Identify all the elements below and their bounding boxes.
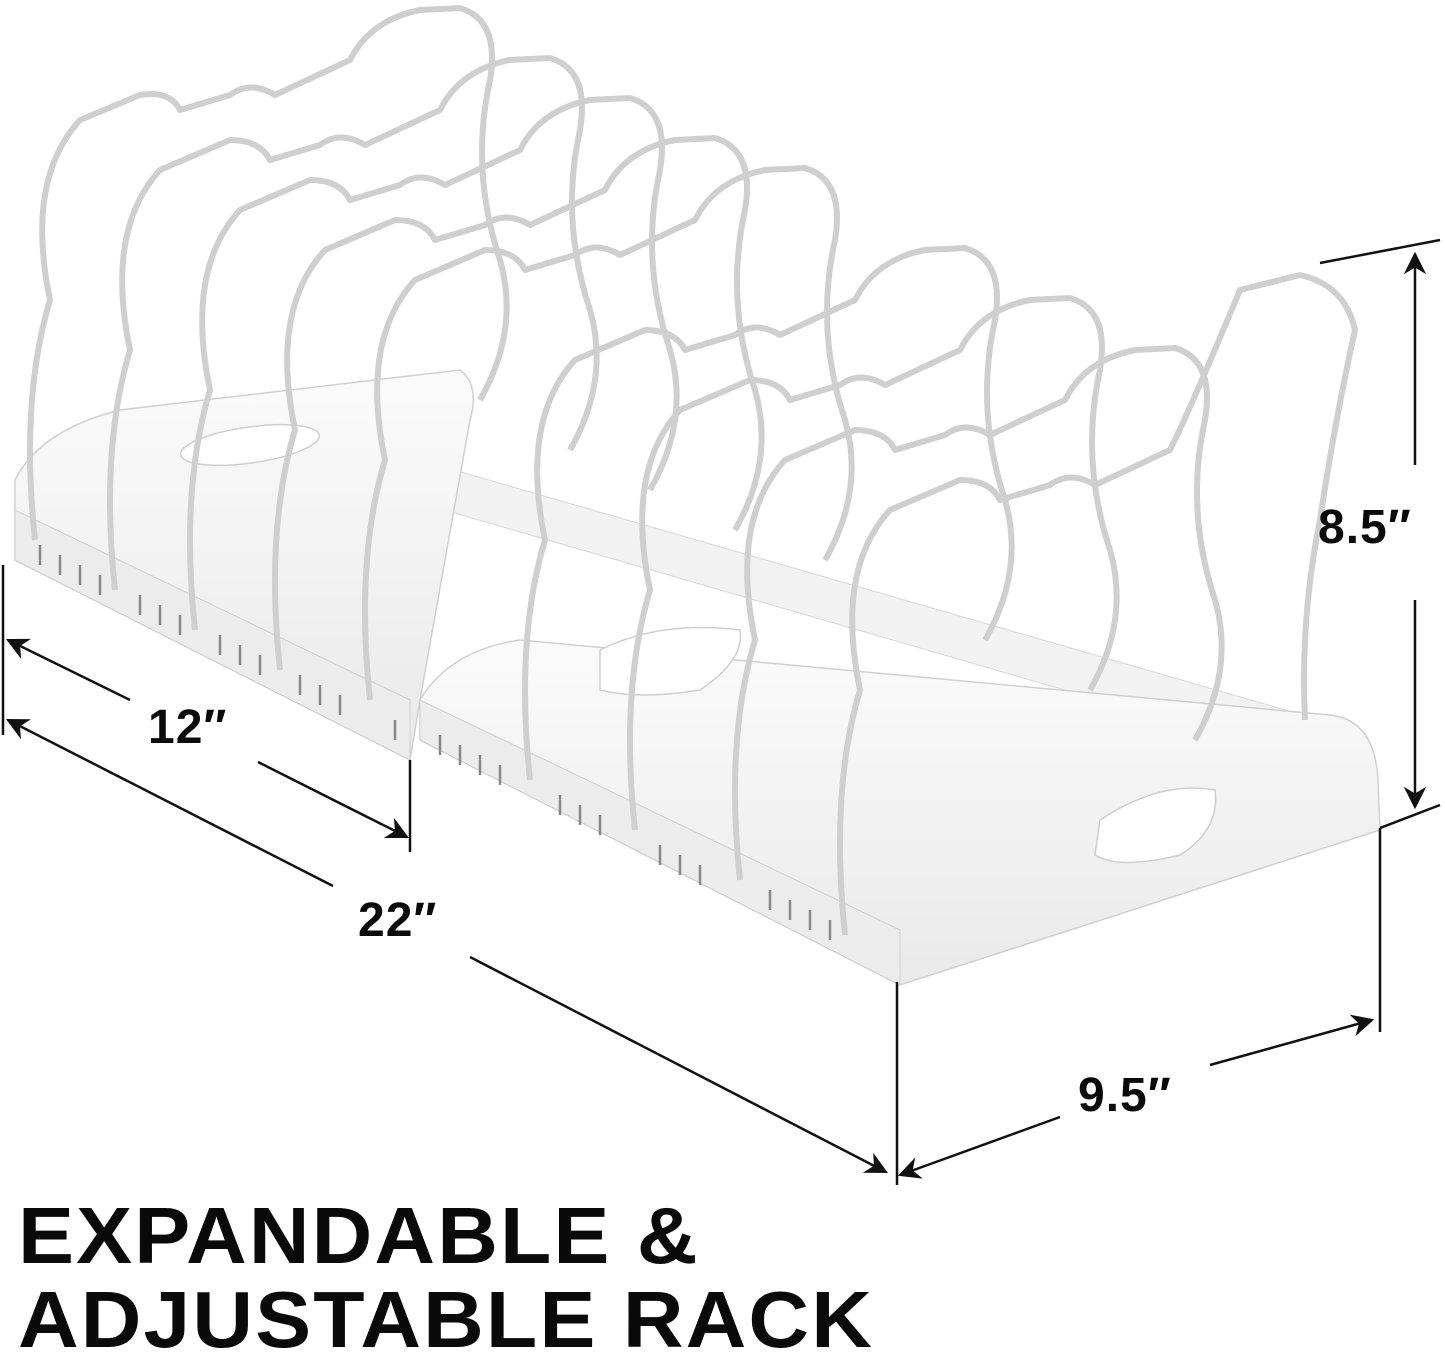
min-length-dimension-label: 12″	[148, 701, 228, 754]
headline-line-2: ADJUSTABLE RACK	[18, 1275, 874, 1364]
width-dimension-label: 9.5″	[1078, 1069, 1172, 1122]
headline-line-1: EXPANDABLE &	[18, 1191, 700, 1280]
max-length-dimension-label: 22″	[358, 894, 438, 947]
rack-base	[14, 369, 1381, 986]
adjustment-slots-left	[38, 545, 397, 740]
height-dimension-label: 8.5″	[1318, 501, 1412, 554]
wire-dividers	[27, 5, 1358, 936]
adjustment-slots-right	[438, 735, 832, 940]
dimension-lines	[1, 238, 1441, 1185]
